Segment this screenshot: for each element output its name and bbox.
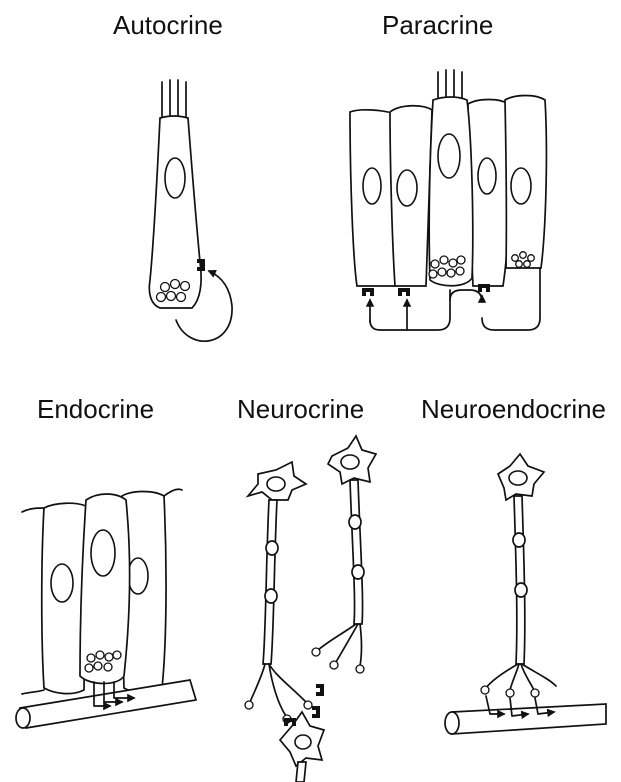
receptor <box>398 288 410 296</box>
receptor <box>362 288 374 296</box>
axon-terminals <box>481 664 556 697</box>
receptor <box>478 284 490 292</box>
paracrine-signal-arrow <box>450 290 482 302</box>
axon <box>263 500 277 664</box>
neighbor-cell-edge <box>22 508 44 512</box>
neighbor-cell-edge <box>164 489 182 496</box>
endocrine-panel <box>16 489 196 728</box>
blood-vessel <box>445 704 606 734</box>
paracrine-panel <box>350 70 546 330</box>
neuroendocrine-panel <box>445 454 606 734</box>
receptor <box>312 706 320 718</box>
neuron-soma <box>498 454 544 500</box>
neighbor-cell <box>505 96 546 269</box>
axon <box>514 496 525 664</box>
neighbor-cell-edge <box>22 690 44 694</box>
neighbor-cell <box>390 106 432 286</box>
neuron-soma <box>328 436 376 484</box>
autocrine-panel <box>149 80 232 341</box>
microvilli <box>162 80 186 118</box>
nucleus <box>165 158 185 198</box>
neurocrine-panel <box>245 436 376 782</box>
neuron-soma <box>248 462 306 500</box>
receptor <box>284 718 296 726</box>
neighbor-cell <box>350 110 395 286</box>
axon-terminals <box>312 624 364 673</box>
neighbor-cell <box>468 100 510 287</box>
blood-vessel <box>16 680 196 728</box>
axon <box>350 480 363 624</box>
secretory-cell <box>429 97 473 286</box>
microvilli <box>438 70 462 100</box>
receptor <box>316 684 324 696</box>
